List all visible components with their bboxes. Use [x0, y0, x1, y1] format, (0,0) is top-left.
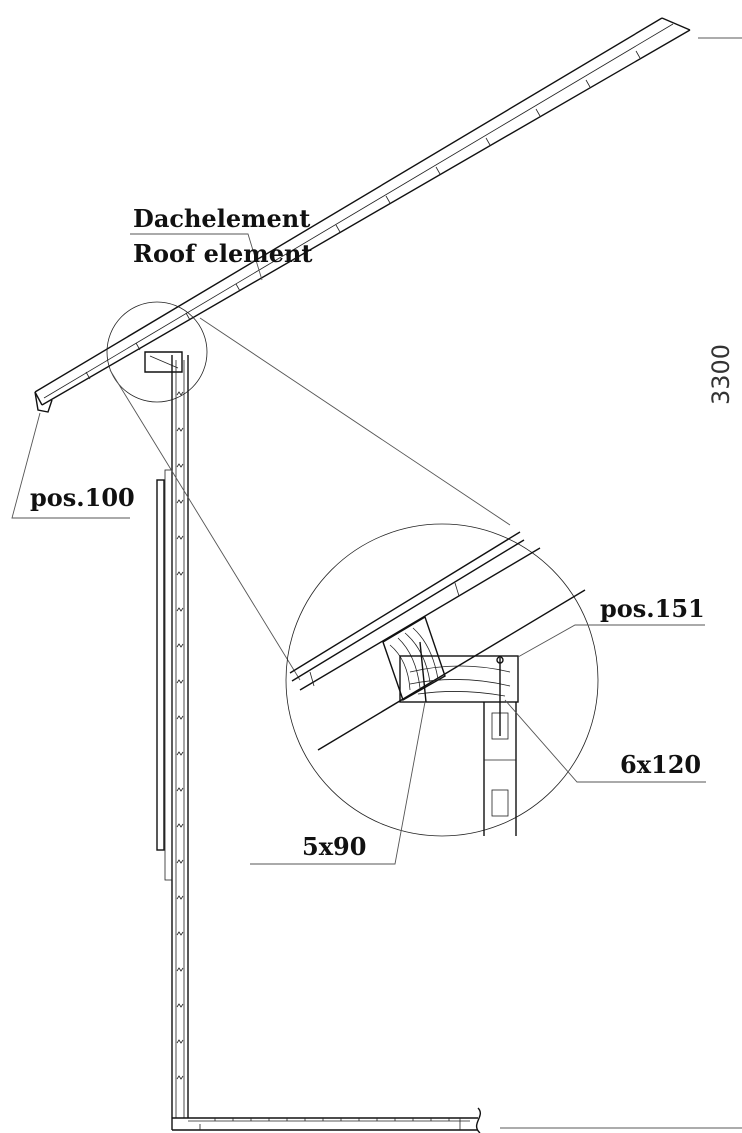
wall-joint-mark	[176, 535, 184, 540]
wall-joint-mark	[176, 715, 184, 720]
wall-joint-mark	[176, 643, 184, 648]
wall-joint-mark	[176, 967, 184, 972]
pos-151-label: pos.151	[600, 594, 705, 623]
screw-5x90-label: 5x90	[302, 832, 366, 861]
roof-label-de: Dachelement	[133, 204, 310, 233]
floor-element	[172, 1107, 481, 1133]
wall-joint-mark	[176, 391, 184, 396]
height-dimension: 3300	[707, 344, 735, 405]
wall-joint-mark	[176, 499, 184, 504]
detail-view	[289, 531, 586, 836]
wall-joint-mark	[176, 751, 184, 756]
wall-joint-mark	[176, 427, 184, 432]
wall-joint-mark	[176, 679, 184, 684]
wall-joint-mark	[176, 463, 184, 468]
leaders	[11, 233, 706, 865]
pos-100-label: pos.100	[30, 483, 135, 512]
detail-callout	[106, 301, 599, 837]
roof-label-en: Roof element	[133, 239, 313, 268]
wall-joint-mark	[176, 859, 184, 864]
wall-joint-mark	[176, 571, 184, 576]
dimension-line	[500, 37, 742, 1129]
screw-6x120-label: 6x120	[620, 750, 701, 779]
roof-element	[34, 17, 691, 413]
wall-joint-mark	[176, 1075, 184, 1080]
wall-joint-mark	[176, 931, 184, 936]
wall-joint-mark	[176, 787, 184, 792]
wall-joint-mark	[176, 895, 184, 900]
log-wall	[156, 355, 189, 1130]
wall-joint-mark	[176, 1039, 184, 1044]
top-plate	[144, 351, 183, 373]
wall-joint-mark	[176, 607, 184, 612]
wall-joint-mark	[176, 823, 184, 828]
wall-joint-mark	[176, 1003, 184, 1008]
